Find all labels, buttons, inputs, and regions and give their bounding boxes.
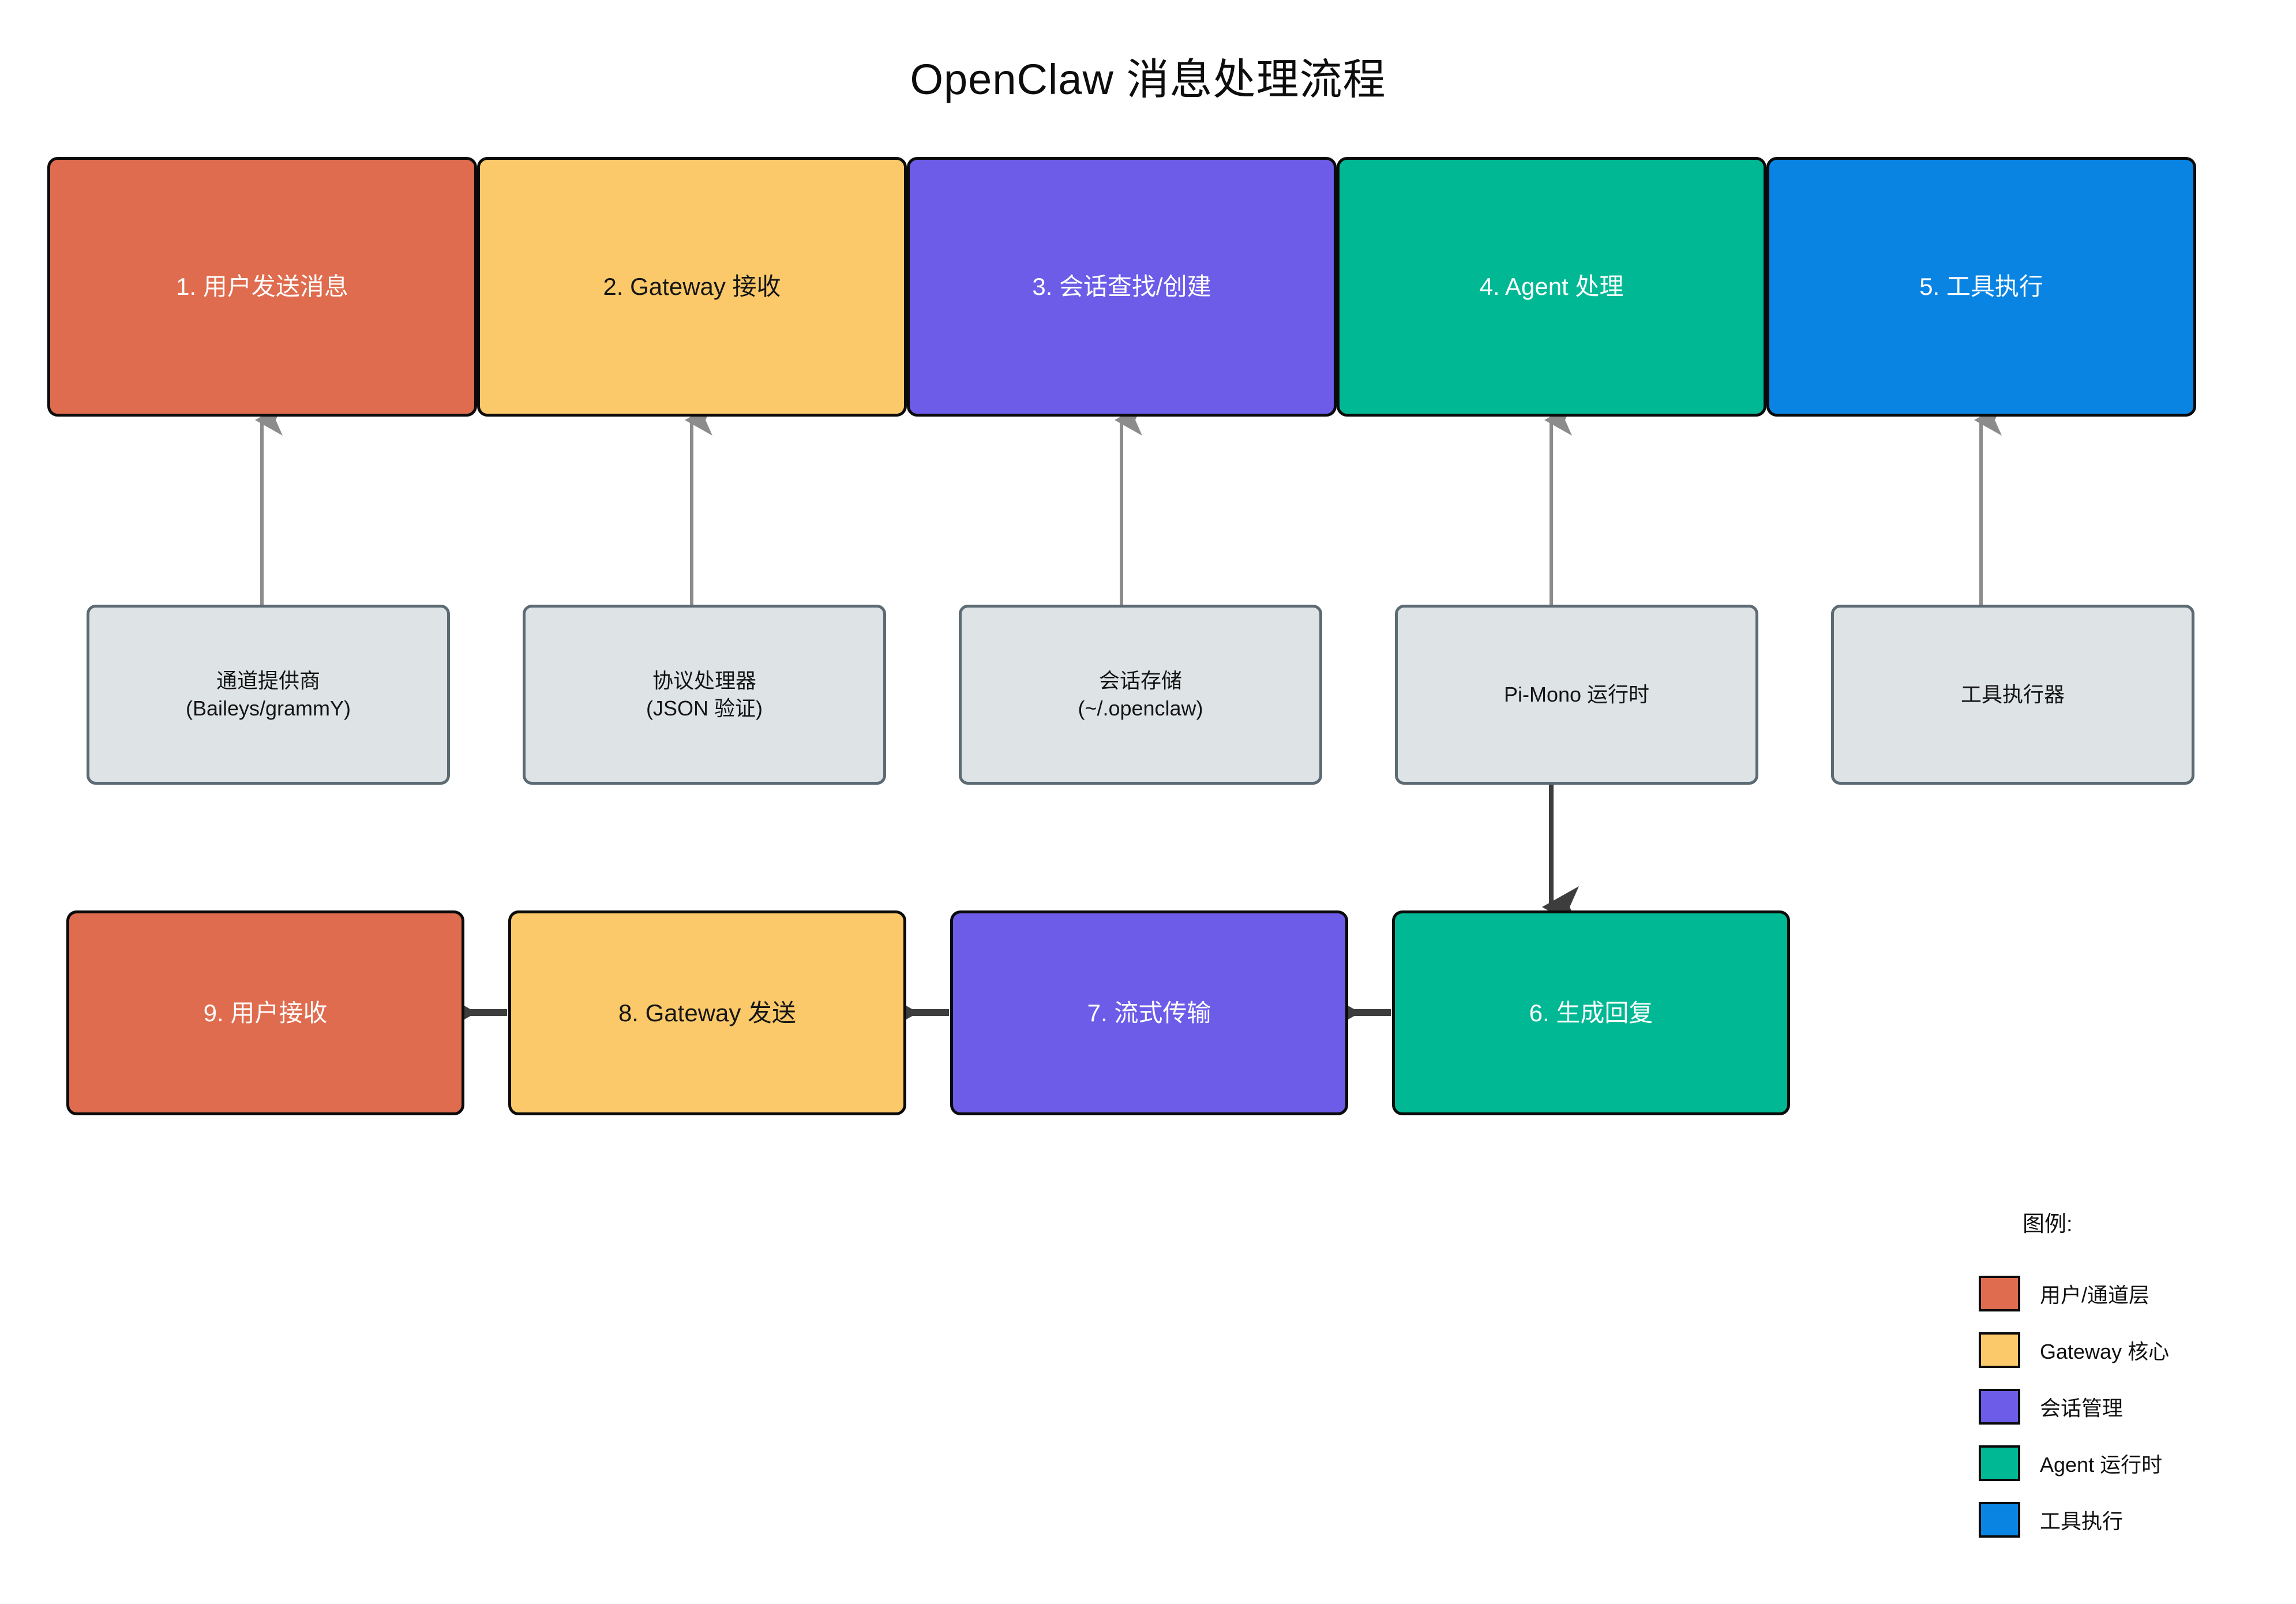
- legend-item-agent-runtime: Agent 运行时: [1979, 1443, 2279, 1483]
- page-title: OpenClaw 消息处理流程: [910, 55, 1386, 103]
- legend-swatch-session-mgmt: [1979, 1389, 2020, 1425]
- support-node-sup2-label: 协议处理器 (JSON 验证): [646, 669, 763, 720]
- flow-node-step9[interactable]: 9. 用户接收: [66, 910, 464, 1115]
- support-node-sup3-label: 会话存储 (~/.openclaw): [1078, 669, 1203, 720]
- support-node-sup1[interactable]: 通道提供商 (Baileys/grammY): [87, 605, 450, 785]
- legend-item-tool-exec: 工具执行: [1979, 1500, 2279, 1540]
- support-node-sup5-label: 工具执行器: [1960, 683, 2065, 707]
- legend-label-gateway-core: Gateway 核心: [2040, 1340, 2170, 1363]
- flow-node-step7[interactable]: 7. 流式传输: [950, 910, 1348, 1115]
- flow-node-step1[interactable]: 1. 用户发送消息: [47, 157, 477, 417]
- flow-node-step2-label: 2. Gateway 接收: [603, 273, 781, 301]
- support-node-sup4-label: Pi-Mono 运行时: [1503, 683, 1650, 707]
- legend-item-user-channel: 用户/通道层: [1979, 1273, 2279, 1314]
- legend-swatch-gateway-core: [1979, 1332, 2020, 1368]
- flow-node-step7-label: 7. 流式传输: [1087, 999, 1211, 1026]
- legend-label-tool-exec: 工具执行: [2040, 1509, 2124, 1533]
- flow-node-step4-label: 4. Agent 处理: [1479, 273, 1624, 301]
- flow-node-step1-label: 1. 用户发送消息: [176, 273, 348, 301]
- flow-node-step5-label: 5. 工具执行: [1919, 273, 2043, 301]
- flow-node-step9-label: 9. 用户接收: [203, 999, 328, 1026]
- support-node-sup1-label: 通道提供商 (Baileys/grammY): [185, 669, 351, 720]
- flow-node-step3[interactable]: 3. 会话查找/创建: [907, 157, 1337, 417]
- flow-node-step5[interactable]: 5. 工具执行: [1766, 157, 2196, 417]
- legend-swatch-user-channel: [1979, 1276, 2020, 1311]
- flow-node-step6-label: 6. 生成回复: [1529, 999, 1653, 1026]
- flow-node-step8-label: 8. Gateway 发送: [618, 999, 797, 1026]
- legend-label-agent-runtime: Agent 运行时: [2040, 1453, 2163, 1476]
- flow-node-step2[interactable]: 2. Gateway 接收: [477, 157, 907, 417]
- flow-node-step4[interactable]: 4. Agent 处理: [1337, 157, 1766, 417]
- support-node-sup5[interactable]: 工具执行器: [1831, 605, 2194, 785]
- legend-label-user-channel: 用户/通道层: [2040, 1283, 2150, 1307]
- legend-label-session-mgmt: 会话管理: [2040, 1396, 2124, 1420]
- legend-item-session-mgmt: 会话管理: [1979, 1386, 2279, 1427]
- legend-swatch-agent-runtime: [1979, 1445, 2020, 1481]
- support-node-sup2[interactable]: 协议处理器 (JSON 验证): [523, 605, 886, 785]
- support-node-sup3[interactable]: 会话存储 (~/.openclaw): [959, 605, 1322, 785]
- flow-node-step6[interactable]: 6. 生成回复: [1392, 910, 1790, 1115]
- support-node-sup4[interactable]: Pi-Mono 运行时: [1395, 605, 1758, 785]
- legend-item-gateway-core: Gateway 核心: [1979, 1330, 2279, 1370]
- legend: 图例: 用户/通道层 Gateway 核心 会话管理 Agent 运行时 工具执…: [1979, 1206, 2279, 1556]
- flow-node-step3-label: 3. 会话查找/创建: [1032, 273, 1211, 301]
- legend-title: 图例:: [2023, 1212, 2073, 1236]
- legend-swatch-tool-exec: [1979, 1502, 2020, 1538]
- flow-node-step8[interactable]: 8. Gateway 发送: [508, 910, 906, 1115]
